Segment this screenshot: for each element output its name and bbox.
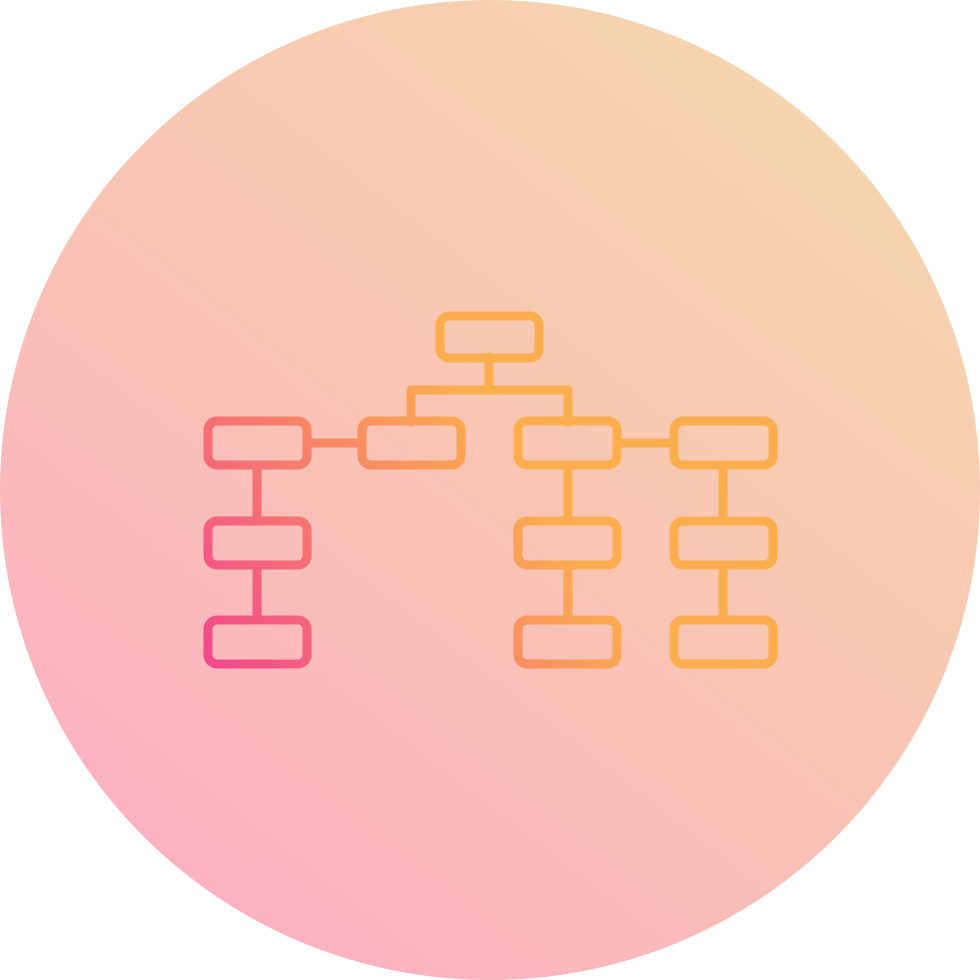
nodes [203,311,778,669]
node-col3-level3 [513,615,622,669]
node-root [435,311,544,363]
node-level1-right-outer [669,416,778,470]
node-col4-level2 [669,516,778,570]
node-level1-right-inner [513,416,622,470]
node-col3-level2 [513,516,622,570]
connectors [252,352,728,625]
connector-root-branch [406,385,573,427]
node-level1-left-outer [203,416,312,470]
node-col1-level3 [203,615,312,669]
node-level1-left-inner [357,416,466,470]
node-col1-level2 [203,516,312,570]
node-col4-level3 [669,615,778,669]
